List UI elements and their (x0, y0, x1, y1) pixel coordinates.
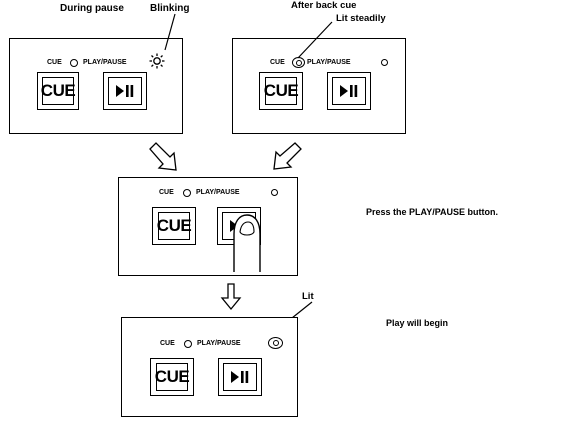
cue-button-label: CUE (41, 77, 76, 105)
play-pause-indicator-label: PLAY/PAUSE (307, 59, 351, 66)
instruction-press-play-pause: Press the PLAY/PAUSE button. (366, 207, 499, 217)
play-pause-button[interactable] (218, 358, 262, 396)
cue-indicator-led-core (296, 60, 302, 66)
arrow-diagonal-left-icon (273, 142, 302, 170)
play-pause-indicator-label: PLAY/PAUSE (196, 189, 240, 196)
panel-play-will-begin: CUE PLAY/PAUSE CUE (121, 317, 298, 417)
caption-blinking: Blinking (150, 3, 190, 14)
cue-button[interactable]: CUE (37, 72, 79, 110)
arrow-diagonal-right-icon (149, 142, 177, 171)
cue-indicator-label: CUE (270, 59, 285, 66)
play-pause-indicator-label: PLAY/PAUSE (83, 59, 127, 66)
panel-press-play-pause: CUE PLAY/PAUSE CUE (118, 177, 298, 276)
caption-lit: Lit (302, 291, 314, 302)
callout-line-lit (291, 301, 313, 319)
caption-during-pause: During pause (60, 3, 124, 14)
play-pause-button[interactable] (327, 72, 371, 110)
callout-line-blinking (164, 13, 176, 51)
play-pause-icon (116, 85, 134, 97)
arrow-down-icon (220, 283, 242, 311)
cue-button[interactable]: CUE (150, 358, 194, 396)
play-pause-icon (231, 371, 249, 383)
instruction-play-will-begin: Play will begin (386, 318, 449, 328)
cue-indicator-label: CUE (47, 59, 62, 66)
play-pause-icon (340, 85, 358, 97)
cue-button-label: CUE (155, 363, 190, 391)
panel-after-back-cue: CUE PLAY/PAUSE CUE (232, 38, 406, 134)
cue-button[interactable]: CUE (259, 72, 303, 110)
cue-button[interactable]: CUE (152, 207, 196, 245)
play-pause-button[interactable] (103, 72, 147, 110)
cue-indicator-led (184, 340, 192, 348)
caption-lit-steadily: Lit steadily (336, 13, 386, 24)
play-pause-indicator-led-lit (268, 337, 283, 349)
cue-button-label: CUE (264, 77, 299, 105)
finger-pressing-icon (228, 214, 268, 275)
caption-after-back-cue: After back cue (291, 0, 357, 11)
callout-line-lit-steadily (297, 21, 333, 59)
play-pause-indicator-led (271, 189, 278, 196)
cue-indicator-label: CUE (159, 189, 174, 196)
play-pause-indicator-label: PLAY/PAUSE (197, 340, 241, 347)
cue-indicator-label: CUE (160, 340, 175, 347)
cue-indicator-led (183, 189, 191, 197)
blinking-led-icon (149, 53, 165, 69)
play-pause-indicator-led (381, 59, 388, 66)
cue-indicator-led (70, 59, 78, 67)
panel-during-pause: CUE PLAY/PAUSE CUE (9, 38, 183, 134)
cue-button-label: CUE (157, 212, 192, 240)
play-pause-indicator-led-core (273, 340, 279, 346)
